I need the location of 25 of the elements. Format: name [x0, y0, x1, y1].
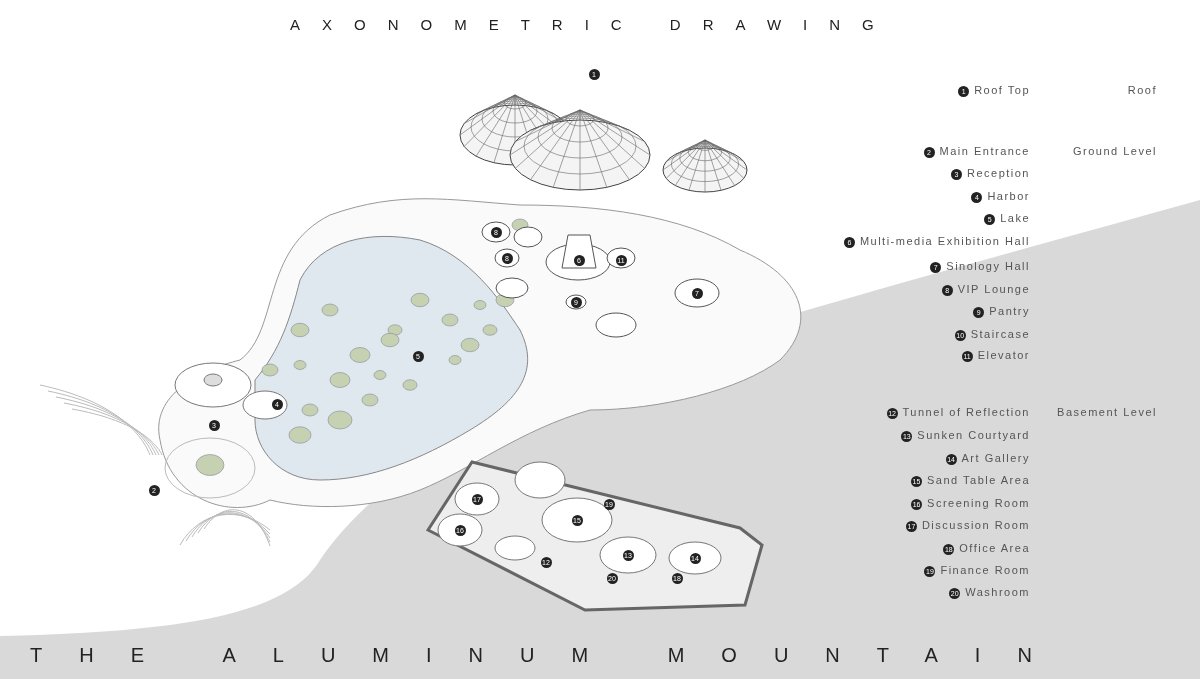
project-title: THE ALUMINUM MOUNTAIN [30, 644, 1069, 667]
key-label: Sunken Courtyard [917, 429, 1030, 441]
key-label: Screening Room [927, 497, 1030, 509]
key-label: Washroom [965, 586, 1030, 598]
level-heading: Basement Level [1057, 406, 1157, 418]
level-heading: Roof [1127, 84, 1157, 96]
key-label: Elevator [977, 349, 1030, 361]
key-label: Staircase [970, 328, 1030, 340]
key-label: Office Area [959, 542, 1030, 554]
key-label: Roof Top [974, 84, 1030, 96]
key-label: Art Gallery [961, 452, 1030, 464]
key-label: Pantry [989, 305, 1030, 317]
key-label: Sand Table Area [926, 474, 1030, 486]
key-label: Finance Room [940, 564, 1030, 576]
key-label: VIP Lounge [957, 283, 1030, 295]
key-label: Multi-media Exhibition Hall [859, 235, 1030, 247]
key-label: Harbor [987, 190, 1030, 202]
key-label: Tunnel of Reflection [902, 406, 1030, 418]
drawing-title: AXONOMETRIC DRAWING [290, 16, 896, 33]
key-label: Discussion Room [921, 519, 1030, 531]
level-heading: Ground Level [1072, 145, 1157, 157]
key-label: Sinology Hall [946, 260, 1030, 272]
key-label: Lake [1000, 212, 1030, 224]
key-label: Reception [966, 167, 1030, 179]
key-label: Main Entrance [939, 145, 1030, 157]
